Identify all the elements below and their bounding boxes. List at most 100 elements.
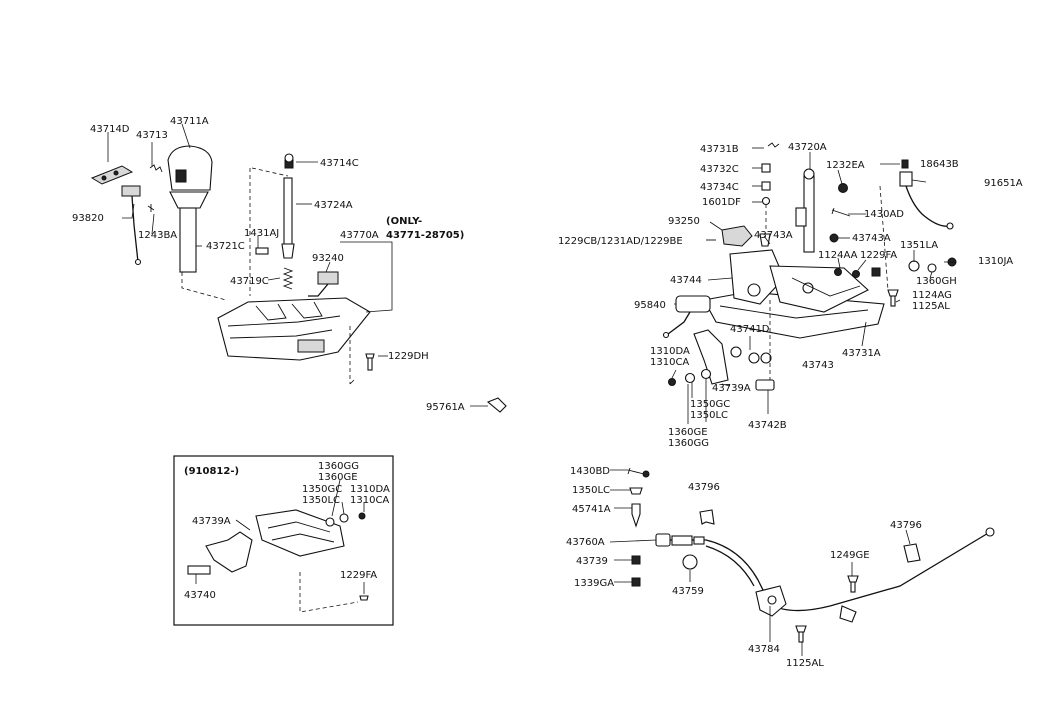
- position-switch: [317, 271, 339, 285]
- label-1601DF: 1601DF: [702, 197, 741, 208]
- part-labels: 43714D 43713 43711A 93820 1243BA 43721C …: [72, 116, 1023, 669]
- label-43714D: 43714D: [90, 124, 130, 135]
- pin-43742B: [755, 379, 775, 391]
- detent-spring: [282, 267, 294, 290]
- selector-shaft: [283, 177, 293, 245]
- label-43731A: 43731A: [842, 348, 881, 359]
- spring-43731B: [767, 142, 780, 148]
- label-43743A-a: 43743A: [754, 230, 793, 241]
- label-95840: 95840: [634, 300, 666, 311]
- label-43759: 43759: [672, 586, 704, 597]
- label-1310CA: 1310CA: [650, 357, 689, 368]
- label-1124AG: 1124AG: [912, 290, 952, 301]
- inset-pin: [187, 565, 211, 575]
- label-1229CB-group: 1229CB/1231AD/1229BE: [558, 236, 683, 247]
- inset-label-1360GG: 1360GG: [318, 461, 359, 472]
- label-91651A: 91651A: [984, 178, 1023, 189]
- indicator-lamp: [121, 185, 141, 197]
- label-1339GA: 1339GA: [574, 578, 614, 589]
- label-1431AJ: 1431AJ: [244, 228, 279, 239]
- label-1351LA: 1351LA: [900, 240, 938, 251]
- inset-label-1229FA: 1229FA: [340, 570, 377, 581]
- label-18643B: 18643B: [920, 159, 959, 170]
- label-95761A: 95761A: [426, 402, 465, 413]
- label-43796-b: 43796: [890, 520, 922, 531]
- label-1350LC: 1350LC: [690, 410, 728, 421]
- label-43711A: 43711A: [170, 116, 209, 127]
- label-43742B: 43742B: [748, 420, 787, 431]
- label-1125AL-b: 1125AL: [786, 658, 824, 669]
- label-43714C: 43714C: [320, 158, 359, 169]
- label-1350GC: 1350GC: [690, 399, 730, 410]
- label-93820: 93820: [72, 213, 104, 224]
- label-43796-a: 43796: [688, 482, 720, 493]
- label-1360GH: 1360GH: [916, 276, 957, 287]
- label-43741D: 43741D: [730, 324, 770, 335]
- label-45741A: 45741A: [572, 504, 611, 515]
- label-1360GG: 1360GG: [668, 438, 709, 449]
- label-only-line1: (ONLY-: [386, 216, 422, 227]
- inset-lever: [205, 531, 253, 573]
- inset-label-1350GC: 1350GC: [302, 484, 342, 495]
- label-1229FA: 1229FA: [860, 250, 897, 261]
- label-43744: 43744: [670, 275, 702, 286]
- lever-43739A: [693, 329, 729, 385]
- label-43784: 43784: [748, 644, 780, 655]
- shift-cable: [660, 531, 991, 612]
- label-43739: 43739: [576, 556, 608, 567]
- label-only-line2: 43771-28705): [386, 230, 464, 241]
- label-1430BD: 1430BD: [570, 466, 610, 477]
- label-1360GE: 1360GE: [668, 427, 708, 438]
- label-43721C: 43721C: [206, 241, 245, 252]
- small-spring: [149, 164, 163, 173]
- inset-label-1350LC: 1350LC: [302, 495, 340, 506]
- label-1430AD: 1430AD: [864, 209, 904, 220]
- label-1243BA: 1243BA: [138, 230, 177, 241]
- inset-label-1310CA: 1310CA: [350, 495, 389, 506]
- label-1310JA: 1310JA: [978, 256, 1013, 267]
- shift-housing: [217, 297, 371, 361]
- clip-43796-a: [699, 509, 715, 525]
- label-1124AA: 1124AA: [818, 250, 858, 261]
- shift-cable-assembly: [609, 467, 995, 656]
- label-43760A: 43760A: [566, 537, 605, 548]
- inset-label-43740: 43740: [184, 590, 216, 601]
- inset-date-label: (910812-): [184, 466, 239, 477]
- label-43734C: 43734C: [700, 182, 739, 193]
- clip-95761A: [470, 397, 507, 413]
- inset-detail: [173, 455, 394, 626]
- label-43743A-b: 43743A: [852, 233, 891, 244]
- inset-label-1310DA: 1310DA: [350, 484, 390, 495]
- label-43731B: 43731B: [700, 144, 739, 155]
- label-1249GE: 1249GE: [830, 550, 870, 561]
- label-1232EA: 1232EA: [826, 160, 865, 171]
- solenoid-95840: [675, 295, 711, 313]
- lever-boot: [169, 191, 209, 209]
- label-93240: 93240: [312, 253, 344, 264]
- label-43770A: 43770A: [340, 230, 379, 241]
- inset-label-1360GE: 1360GE: [318, 472, 358, 483]
- shift-base-assembly: [662, 142, 957, 424]
- shift-knob: [167, 145, 213, 191]
- label-43720A: 43720A: [788, 142, 827, 153]
- inset-bracket: [255, 509, 345, 557]
- label-1125AL-a: 1125AL: [912, 301, 950, 312]
- label-43732C: 43732C: [700, 164, 739, 175]
- mechanism-bracket: [729, 249, 785, 305]
- switch-93250: [721, 225, 753, 247]
- push-button: [90, 165, 134, 185]
- label-43724A: 43724A: [314, 200, 353, 211]
- label-1229DH: 1229DH: [388, 351, 429, 362]
- label-43719C: 43719C: [230, 276, 269, 287]
- label-1350LC-b: 1350LC: [572, 485, 610, 496]
- label-43739A: 43739A: [712, 383, 751, 394]
- clip-43796-b: [903, 543, 921, 563]
- inset-frame: [173, 455, 394, 626]
- cable-91651A: [905, 185, 951, 227]
- label-93250: 93250: [668, 216, 700, 227]
- inset-label-43739A: 43739A: [192, 516, 231, 527]
- shift-lever-assembly: [90, 123, 393, 385]
- label-43713: 43713: [136, 130, 168, 141]
- grommet-43759: [682, 554, 698, 570]
